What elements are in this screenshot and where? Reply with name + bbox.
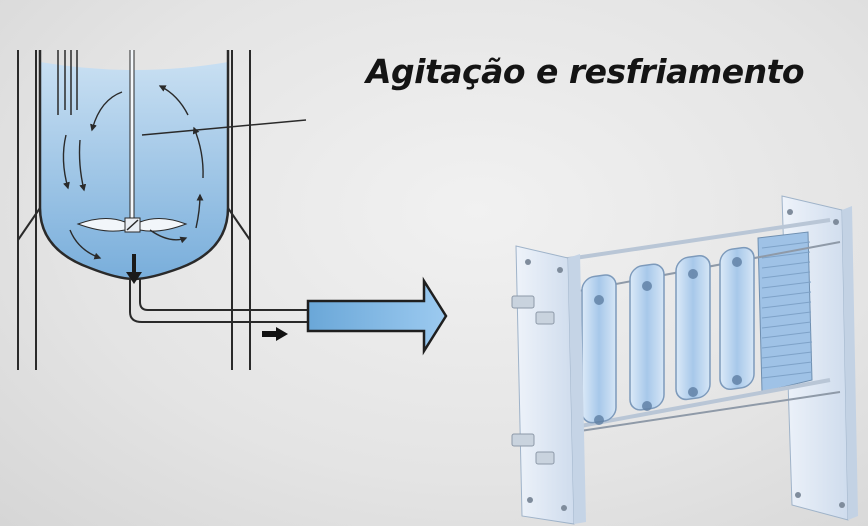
page-title: Agitação e resfriamento	[366, 52, 805, 91]
plate-heat-exchanger	[511, 195, 858, 525]
exchanger-plate	[675, 255, 711, 401]
flow-direction-arrow-icon	[262, 327, 288, 341]
circulation-arrow-icon	[62, 85, 204, 260]
exchanger-plate	[719, 246, 755, 390]
mixing-tank	[17, 50, 310, 370]
flow-arrow	[306, 276, 448, 356]
inlet-nozzle	[511, 295, 555, 465]
agitator-impeller-icon	[76, 217, 188, 233]
